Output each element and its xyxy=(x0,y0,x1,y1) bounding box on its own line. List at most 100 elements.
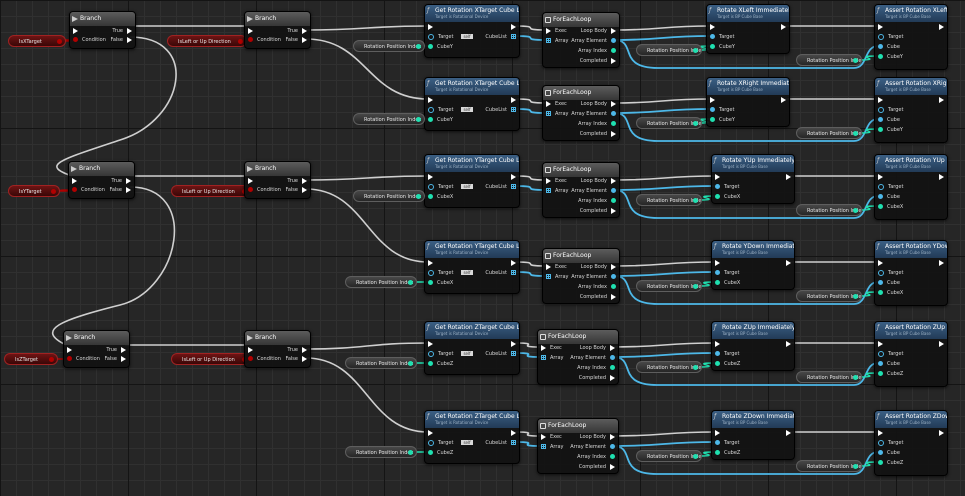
loop-body-pin[interactable]: Loop Body xyxy=(580,433,615,442)
node-header[interactable]: Branch xyxy=(245,331,310,345)
completed-pin[interactable]: Completed xyxy=(580,130,616,139)
exec-in-pin[interactable]: Exec xyxy=(546,263,567,272)
exec-in-pin[interactable] xyxy=(73,27,78,36)
target-pin[interactable]: Target xyxy=(878,33,915,42)
node-header[interactable]: Branch xyxy=(70,12,135,26)
true-pin[interactable]: True xyxy=(287,177,307,186)
exec-in-pin[interactable] xyxy=(715,429,720,438)
rotation-position-index-var[interactable]: Rotation Position Index xyxy=(796,290,862,302)
cube-param-pin[interactable]: CubeZ xyxy=(428,360,453,369)
exec-out-pin[interactable] xyxy=(939,259,944,268)
exec-out-pin[interactable] xyxy=(939,23,944,32)
rotation-position-index-var[interactable]: Rotation Position Index xyxy=(345,276,417,288)
target-pin[interactable]: Target xyxy=(715,269,739,278)
rotation-position-index-var[interactable]: Rotation Position Index xyxy=(796,127,862,139)
self-value[interactable]: self xyxy=(461,351,473,356)
false-pin[interactable]: False xyxy=(285,36,307,45)
cube-param-pin[interactable]: CubeZ xyxy=(428,449,453,458)
cube-list-pin[interactable]: CubeList xyxy=(485,183,516,192)
target-pin[interactable]: Target xyxy=(878,439,915,448)
array-element-pin[interactable]: Array Element xyxy=(571,110,616,119)
rotation-position-index-var[interactable]: Rotation Position Index xyxy=(636,117,702,129)
exec-out-pin[interactable] xyxy=(939,96,944,105)
exec-in-pin[interactable]: Exec xyxy=(541,433,562,442)
rotation-position-index-var[interactable]: Rotation Position Index xyxy=(345,357,417,369)
exec-in-pin[interactable]: Exec xyxy=(546,27,567,36)
loop-body-pin[interactable]: Loop Body xyxy=(581,177,616,186)
cube-list-pin[interactable]: CubeList xyxy=(485,439,516,448)
exec-out-pin[interactable] xyxy=(511,340,516,349)
exec-in-pin[interactable] xyxy=(878,23,883,32)
rotation-position-index-var[interactable]: Rotation Position Index xyxy=(796,460,862,472)
node-header[interactable]: Branch xyxy=(64,331,129,345)
cube-param-pin[interactable]: CubeY xyxy=(710,116,735,125)
condition-pin[interactable]: Condition xyxy=(67,355,100,364)
array-index-pin[interactable]: Array Index xyxy=(577,453,615,462)
false-pin[interactable]: False xyxy=(110,36,132,45)
cube-pin[interactable]: Cube xyxy=(878,360,900,369)
cube-pin[interactable]: Cube xyxy=(878,279,900,288)
array-element-pin[interactable]: Array Element xyxy=(571,273,616,282)
node-header[interactable]: ForEachLoop xyxy=(543,163,619,177)
false-pin[interactable]: False xyxy=(109,186,131,195)
rotation-position-index-var[interactable]: Rotation Position Index xyxy=(636,450,702,462)
target-pin[interactable]: Target xyxy=(715,350,739,359)
exec-out-pin[interactable] xyxy=(939,340,944,349)
cube-param-pin[interactable]: CubeX xyxy=(428,279,453,288)
exec-in-pin[interactable]: Exec xyxy=(546,177,567,186)
node-header[interactable]: ForEachLoop xyxy=(538,330,618,344)
exec-out-pin[interactable] xyxy=(939,429,944,438)
cube-param-pin[interactable]: CubeX xyxy=(428,193,453,202)
exec-in-pin[interactable] xyxy=(878,173,883,182)
exec-in-pin[interactable] xyxy=(72,177,77,186)
condition-pin[interactable]: Condition xyxy=(72,186,105,195)
self-value[interactable]: self xyxy=(461,34,473,39)
array-element-pin[interactable]: Array Element xyxy=(571,37,616,46)
target-pin[interactable]: Target xyxy=(715,439,739,448)
exec-in-pin[interactable] xyxy=(715,173,720,182)
cube-param-pin[interactable]: CubeX xyxy=(715,193,740,202)
rotation-position-index-var[interactable]: Rotation Position Index xyxy=(636,361,702,373)
exec-in-pin[interactable] xyxy=(428,340,433,349)
condition-pin[interactable]: Condition xyxy=(248,186,281,195)
array-in-pin[interactable]: Array xyxy=(546,110,568,119)
false-pin[interactable]: False xyxy=(104,355,126,364)
array-in-pin[interactable]: Array xyxy=(546,187,568,196)
target-pin[interactable]: Target xyxy=(710,33,734,42)
array-index-pin[interactable]: Array Index xyxy=(577,364,615,373)
node-header[interactable]: ForEachLoop xyxy=(538,419,618,433)
loop-body-pin[interactable]: Loop Body xyxy=(580,344,615,353)
exec-out-pin[interactable] xyxy=(781,96,786,105)
exec-out-pin[interactable] xyxy=(786,340,791,349)
self-value[interactable]: self xyxy=(461,184,473,189)
false-pin[interactable]: False xyxy=(285,186,307,195)
cube-param-pin[interactable]: CubeZ xyxy=(715,360,740,369)
cube-param-pin[interactable]: CubeX xyxy=(878,289,903,298)
cube-pin[interactable]: Cube xyxy=(878,43,900,52)
cube-param-pin[interactable]: CubeX xyxy=(715,279,740,288)
